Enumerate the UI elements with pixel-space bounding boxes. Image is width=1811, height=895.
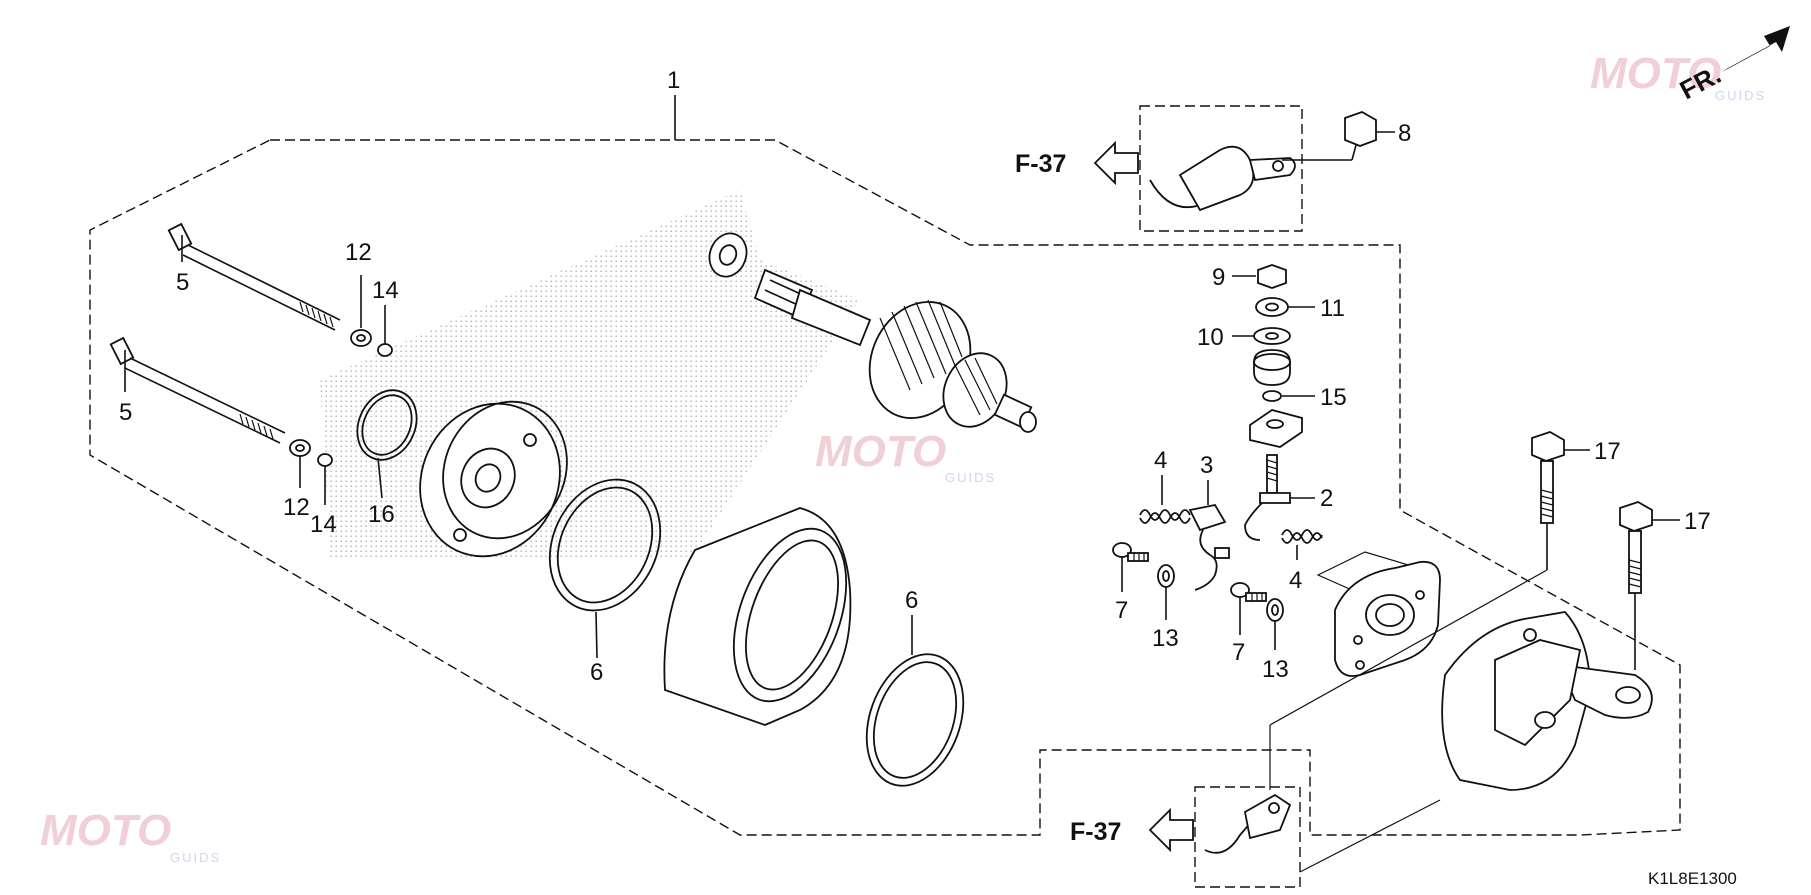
diagram-code: K1L8E1300	[1648, 869, 1737, 888]
callout-5-lower: 5	[119, 399, 132, 426]
shading-area	[320, 190, 860, 560]
watermark-center: MOTO GUIDS	[815, 427, 996, 485]
spring-4-left	[1139, 509, 1191, 524]
wire-inset-top	[1139, 105, 1303, 232]
brush-holder-plate	[1316, 551, 1441, 677]
watermark-sub: GUIDS	[170, 850, 221, 865]
callout-16: 16	[368, 501, 395, 528]
callout-2: 2	[1320, 485, 1333, 512]
watermark-top-right: MOTO GUIDS	[1590, 49, 1766, 103]
ref-arrow-bottom	[1148, 807, 1194, 853]
starter-cable-top	[1149, 145, 1296, 212]
watermark-sub: GUIDS	[1715, 88, 1766, 103]
washer-14-upper	[377, 343, 393, 357]
spring-4-right	[1281, 529, 1323, 544]
callout-14-lower: 14	[310, 511, 337, 538]
leader-6a	[595, 611, 598, 659]
o-ring-6-right	[865, 653, 965, 787]
callout-17-lower: 17	[1684, 508, 1711, 535]
callout-6-right: 6	[905, 587, 918, 614]
o-ring-16	[356, 389, 418, 461]
callout-6-left: 6	[590, 659, 603, 686]
motor-yoke	[663, 507, 852, 726]
ref-label-bottom: F-37	[1070, 818, 1121, 846]
callout-7-left: 7	[1115, 597, 1128, 624]
bolt-17-left	[1531, 431, 1565, 524]
callout-13-right: 13	[1262, 656, 1289, 683]
bolt-17-right	[1619, 501, 1653, 594]
screw-7-right	[1230, 582, 1267, 602]
callout-11: 11	[1320, 295, 1345, 322]
through-bolt-upper	[167, 222, 341, 331]
nut-8	[1344, 111, 1377, 147]
callout-17-upper: 17	[1594, 438, 1621, 465]
washer-14-lower	[317, 453, 333, 467]
brush-3	[1188, 503, 1230, 591]
callout-15: 15	[1320, 384, 1347, 411]
watermark-brand: MOTO	[1590, 49, 1721, 98]
ground-cable-bottom	[1204, 793, 1292, 854]
callout-1: 1	[667, 67, 680, 94]
screw-7-left	[1112, 542, 1149, 562]
callout-14-upper: 14	[372, 277, 399, 304]
callout-3: 3	[1200, 452, 1213, 479]
watermark-sub: GUIDS	[945, 470, 996, 485]
leader-16	[377, 457, 383, 499]
terminal-bolt-2	[1244, 454, 1291, 541]
o-ring-15	[1262, 390, 1282, 402]
callout-12-upper: 12	[345, 239, 372, 266]
callout-4-lower: 4	[1289, 567, 1302, 594]
callout-10: 10	[1197, 324, 1224, 351]
watermark-bottom-left: MOTO GUIDS	[40, 806, 221, 865]
callout-8: 8	[1398, 120, 1411, 147]
callout-12-lower: 12	[283, 494, 310, 521]
watermark-brand: MOTO	[40, 806, 171, 855]
ref-label-top: F-37	[1015, 150, 1066, 178]
ref-arrow-top	[1093, 140, 1139, 186]
through-bolt-lower	[109, 336, 286, 444]
armature	[753, 268, 1037, 433]
rear-cover	[1441, 611, 1653, 791]
callout-13-left: 13	[1152, 625, 1179, 652]
callout-5-upper: 5	[176, 269, 189, 296]
wire-inset-bottom	[1194, 786, 1301, 888]
assembly-outline	[89, 139, 1681, 836]
watermark-brand: MOTO	[815, 427, 946, 476]
callout-4-upper: 4	[1154, 447, 1167, 474]
o-ring-6-left	[548, 478, 662, 612]
callout-7-right: 7	[1232, 639, 1245, 666]
front-cover	[419, 400, 568, 558]
callout-9: 9	[1212, 264, 1225, 291]
nut-9	[1257, 264, 1287, 289]
